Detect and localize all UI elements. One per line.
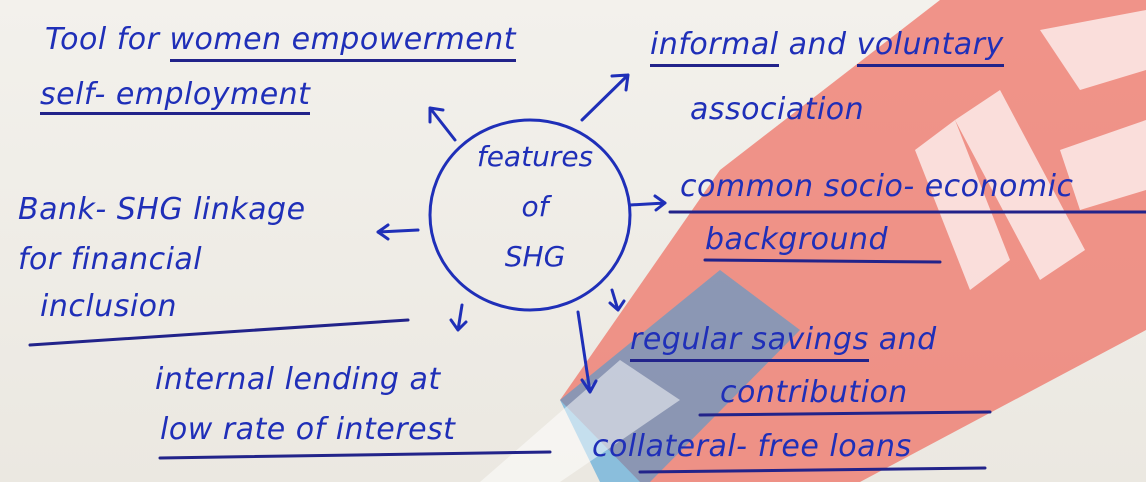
center-circle — [428, 118, 632, 312]
tool-line2: self- employment — [40, 80, 311, 115]
bank-line3: inclusion — [40, 289, 178, 324]
center-line3: SHG — [504, 240, 566, 273]
internal-line2: low rate of interest — [160, 412, 456, 447]
center-line2: of — [521, 190, 549, 223]
regular-line: regular savings and — [630, 322, 937, 362]
association-line: association — [690, 92, 865, 127]
tool-line1: Tool for women empowerment — [45, 22, 516, 62]
regular-and: and — [868, 322, 937, 357]
arrow-bank — [376, 223, 420, 241]
center-line1: features — [476, 140, 594, 173]
arrow-informal — [580, 73, 630, 122]
contribution-line: contribution — [720, 375, 908, 410]
internal-line1: internal lending at — [155, 362, 441, 397]
arrow-internal — [449, 303, 468, 332]
informal-and: and — [778, 27, 857, 62]
tool-prefix: Tool for — [45, 22, 170, 57]
tool-women-empowerment: women empowerment — [169, 22, 516, 62]
arrow-tool — [428, 106, 457, 142]
arrow-regular — [608, 288, 626, 312]
bank-line1: Bank- SHG linkage — [18, 192, 306, 227]
common-line: common socio- economic — [680, 169, 1074, 204]
collateral-line: collateral- free loans — [592, 429, 912, 464]
bank-line2: for financial — [18, 242, 203, 277]
voluntary-word: voluntary — [856, 27, 1004, 67]
informal-line: informal and voluntary — [650, 27, 1004, 67]
background-line: background — [705, 222, 889, 257]
arrow-common — [628, 194, 667, 212]
arrow-collateral — [576, 310, 598, 394]
regular-savings: regular savings — [630, 322, 869, 362]
informal-word: informal — [650, 27, 779, 67]
